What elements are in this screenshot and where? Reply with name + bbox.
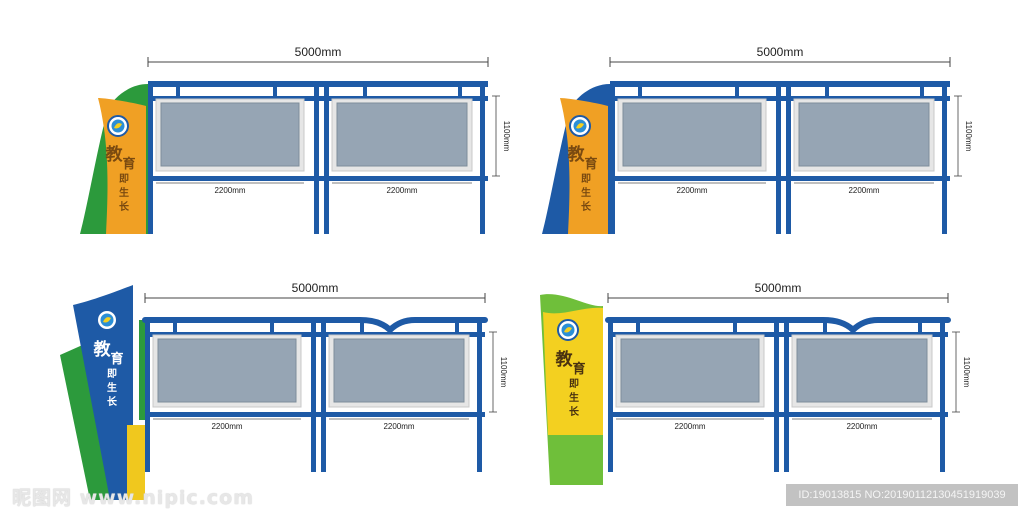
top-rail [142,317,488,335]
top-rail [605,317,951,335]
frame-post [608,317,613,472]
sign-char: 即 [569,378,579,390]
board-width-label: 2200mm [674,422,705,431]
rail-rung [173,320,177,334]
sign-char: 育 [584,156,597,172]
sign-char: 生 [569,391,579,404]
height-label: 1100mm [964,121,973,152]
leaf-icon [564,327,572,333]
rail-rung [735,84,739,98]
rail-rung [360,320,364,334]
rail-rung [636,320,640,334]
sign-char: 长 [569,405,580,418]
rail-rung [270,320,274,334]
display-board [157,338,297,403]
frame-post [480,81,485,234]
display-stand-bottom-right: 教育即生长 2200mm 2200mm 5000mm 1100mm [540,281,971,485]
image-id-watermark: ID:19013815 NO:20190112130451919039 [786,484,1018,506]
height-label: 1100mm [962,357,971,388]
display-board [798,102,930,167]
leaf-icon [114,123,122,129]
sign-char: 生 [581,186,591,199]
width-label: 5000mm [755,281,802,295]
rail-rung [920,84,924,98]
rail-rung [176,84,180,98]
board-width-label: 2200mm [214,186,245,195]
rail-rung [823,320,827,334]
frame-post [784,317,789,472]
frame-post [610,81,615,234]
sign-char: 长 [107,395,118,408]
rail-rung [363,84,367,98]
board-width-label: 2200mm [383,422,414,431]
display-board [160,102,300,167]
sign-char: 教 [567,144,586,165]
display-board [333,338,465,403]
sign-char: 长 [581,200,592,213]
sign-char: 教 [105,144,124,165]
board-width-label: 2200mm [676,186,707,195]
frame-post [148,81,153,234]
sign-char: 长 [119,200,130,213]
rail-rung [825,84,829,98]
display-board [796,338,928,403]
sign-char: 育 [110,351,123,367]
display-stand-top-right: 教育即生长 2200mm 2200mm 5000mm 1100mm [542,45,973,234]
frame-post [940,317,945,472]
frame-post [786,81,791,234]
display-stand-top-left: 教育即生长 2200mm 2200mm 5000mm 1100mm [80,45,511,234]
frame-post [321,317,326,472]
display-board [622,102,762,167]
sign-char: 生 [119,186,129,199]
frame-post [311,317,316,472]
board-width-label: 2200mm [211,422,242,431]
sign-char: 育 [572,361,585,377]
height-label: 1100mm [502,121,511,152]
board-width-label: 2200mm [386,186,417,195]
rail-rung [733,320,737,334]
leaf-icon [576,123,584,129]
sign-char: 教 [555,349,574,370]
rail-rung [455,320,459,334]
rail-rung [273,84,277,98]
frame-post [942,81,947,234]
frame-post [145,317,150,472]
width-label: 5000mm [295,45,342,59]
frame-post [774,317,779,472]
frame-post [314,81,319,234]
site-watermark: 昵图网 www.nipic.com [12,487,255,509]
rail-rung [638,84,642,98]
sign-char: 教 [93,339,112,360]
sign-char: 育 [122,156,135,172]
rail-rung [458,84,462,98]
sign-front-panel [543,307,603,435]
frame-post [324,81,329,234]
sign-char: 即 [581,173,591,185]
board-width-label: 2200mm [846,422,877,431]
width-label: 5000mm [757,45,804,59]
width-label: 5000mm [292,281,339,295]
board-width-label: 2200mm [848,186,879,195]
sign-front-panel [73,285,133,500]
sign-char: 生 [107,381,117,394]
display-stand-bottom-left: 教育即生长 2200mm 2200mm 5000mm 1100mm [60,281,508,500]
sign-char: 即 [119,173,129,185]
leaf-icon [103,317,111,323]
frame-post [477,317,482,472]
sign-char: 即 [107,368,117,380]
sign-accent-strip [139,320,145,420]
sign-accent-bar [127,425,145,500]
rail-rung [918,320,922,334]
display-board [620,338,760,403]
frame-post [776,81,781,234]
display-board [336,102,468,167]
height-label: 1100mm [499,357,508,388]
